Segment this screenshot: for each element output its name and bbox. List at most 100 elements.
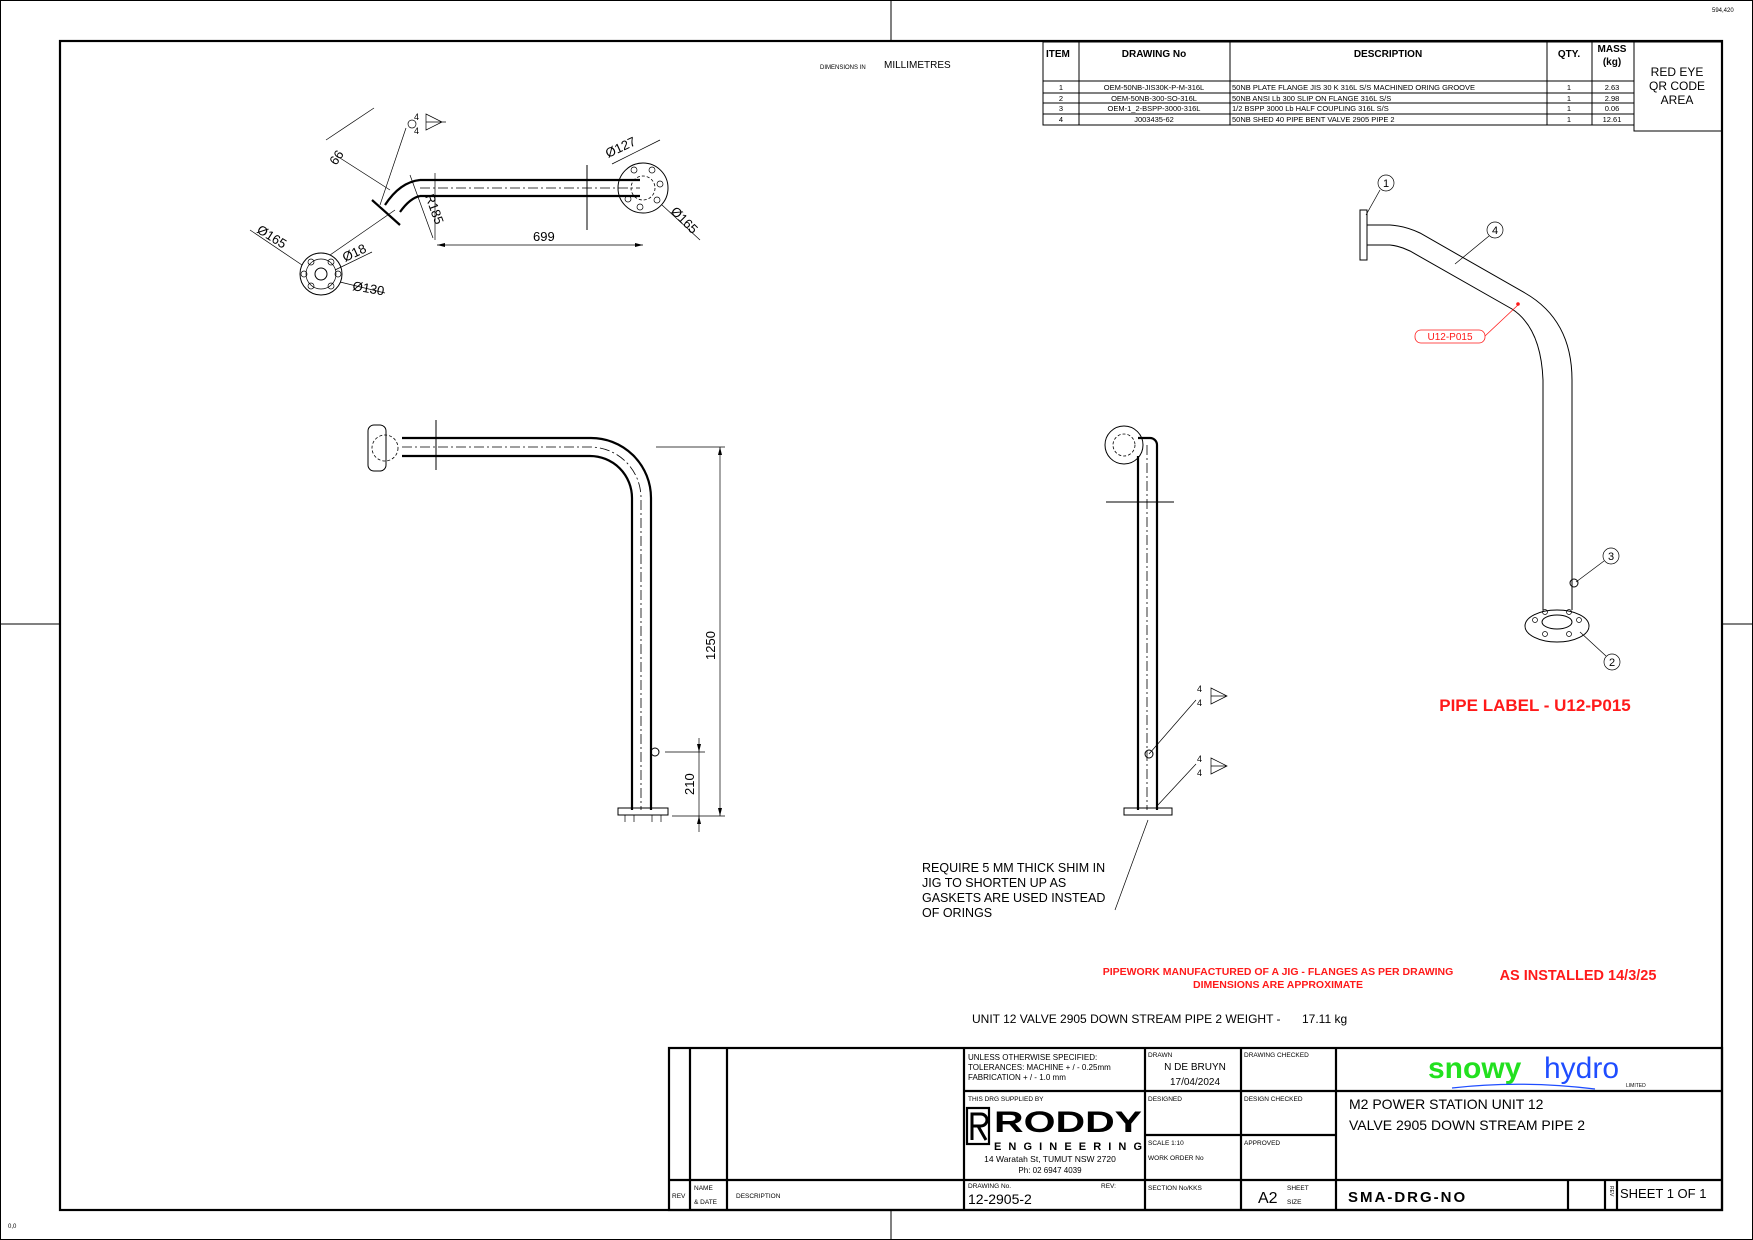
supplier-address: 14 Waratah St, TUMUT NSW 2720 bbox=[984, 1154, 1116, 1164]
weight-value: 17.11 kg bbox=[1302, 1012, 1347, 1026]
scale-label: SCALE 1:10 bbox=[1148, 1140, 1184, 1147]
bom-table bbox=[1042, 41, 1723, 132]
dim-dia-18: Ø18 bbox=[340, 241, 369, 265]
drawing-checked-label: DRAWING CHECKED bbox=[1244, 1052, 1309, 1059]
bom-row: 2 OEM-50NB-300-SO-316L 50NB ANSI Lb 300 … bbox=[1059, 94, 1619, 103]
bom-drawing-no: OEM-50NB-JIS30K-P-M-316L bbox=[1104, 83, 1204, 92]
supplier-phone: Ph: 02 6947 4039 bbox=[1018, 1166, 1082, 1175]
pipe-label-note: PIPE LABEL - U12-P015 bbox=[1439, 696, 1630, 715]
bom-qty: 1 bbox=[1567, 83, 1571, 92]
bom-drawing-no: OEM-1_2-BSPP-3000-316L bbox=[1108, 104, 1201, 113]
bom-drawing-no: J003435-62 bbox=[1134, 115, 1174, 124]
origin-label: 0,0 bbox=[8, 1224, 17, 1230]
weld-size: 4 bbox=[1197, 684, 1202, 694]
iso-view bbox=[1359, 174, 1621, 671]
bom-row: 3 OEM-1_2-BSPP-3000-316L 1/2 BSPP 3000 L… bbox=[1059, 104, 1619, 113]
dim-dia-165-left: Ø165 bbox=[254, 222, 289, 252]
sheet-size-code: 594,420 bbox=[1712, 8, 1734, 14]
sheet-size-label: SIZE bbox=[1287, 1199, 1302, 1206]
bom-rows: 1 OEM-50NB-JIS30K-P-M-316L 50NB PLATE FL… bbox=[1059, 83, 1621, 124]
section-label: SECTION No/KKS bbox=[1148, 1185, 1202, 1192]
bom-item: 3 bbox=[1059, 104, 1063, 113]
limited-logo-text: LIMITED bbox=[1626, 1083, 1646, 1089]
title-line-1: M2 POWER STATION UNIT 12 bbox=[1349, 1096, 1544, 1112]
designed-label: DESIGNED bbox=[1148, 1096, 1182, 1103]
bom-item: 2 bbox=[1059, 94, 1063, 103]
drawn-label: DRAWN bbox=[1148, 1052, 1173, 1059]
weld-size: 4 bbox=[1197, 768, 1202, 778]
sheet-size: A2 bbox=[1258, 1190, 1278, 1207]
dim-1250: 1250 bbox=[703, 631, 718, 660]
bom-drawing-no: OEM-50NB-300-SO-316L bbox=[1111, 94, 1197, 103]
jig-note-line: DIMENSIONS ARE APPROXIMATE bbox=[1193, 979, 1363, 991]
balloon-4: 4 bbox=[1492, 225, 1498, 237]
title-block bbox=[667, 1046, 1724, 1212]
bom-mass: 2.63 bbox=[1605, 83, 1620, 92]
bom-mass: 2.98 bbox=[1605, 94, 1620, 103]
qr-area-line: AREA bbox=[1661, 93, 1694, 107]
dimensions-label: DIMENSIONS IN bbox=[820, 65, 866, 71]
bom-header-description: DESCRIPTION bbox=[1354, 49, 1422, 60]
drawing-number: 12-2905-2 bbox=[968, 1191, 1032, 1207]
bom-header-drawing: DRAWING No bbox=[1122, 49, 1186, 60]
qr-area-line: QR CODE bbox=[1649, 79, 1705, 93]
dimensions-unit: MILLIMETRES bbox=[884, 60, 951, 71]
rev-small-label: REV bbox=[1608, 1186, 1614, 1197]
hydro-logo-text: hydro bbox=[1544, 1052, 1619, 1085]
roddy-logo-text: RODDY bbox=[994, 1106, 1142, 1139]
bom-item: 1 bbox=[1059, 83, 1063, 92]
design-checked-label: DESIGN CHECKED bbox=[1244, 1096, 1303, 1103]
side-view bbox=[1104, 425, 1228, 911]
tolerance-line: TOLERANCES: MACHINE + / - 0.25mm bbox=[968, 1063, 1111, 1072]
dim-210: 210 bbox=[682, 773, 697, 795]
weld-size: 4 bbox=[414, 126, 419, 136]
shim-note: REQUIRE 5 MM THICK SHIM IN JIG TO SHORTE… bbox=[922, 861, 1105, 920]
rev-column-header: REV bbox=[672, 1193, 686, 1200]
snowy-hydro-logo: snowy hydro LIMITED bbox=[1428, 1052, 1646, 1090]
balloon-1: 1 bbox=[1383, 178, 1389, 190]
dim-66: 66 bbox=[326, 147, 347, 167]
jig-note-line: PIPEWORK MANUFACTURED OF A JIG - FLANGES… bbox=[1103, 966, 1454, 978]
front-view bbox=[367, 420, 725, 832]
bom-description: 50NB SHED 40 PIPE BENT VALVE 2905 PIPE 2 bbox=[1232, 115, 1395, 124]
shim-note-line: REQUIRE 5 MM THICK SHIM IN bbox=[922, 861, 1105, 875]
bom-description: 1/2 BSPP 3000 Lb HALF COUPLING 316L S/S bbox=[1232, 104, 1389, 113]
supplied-by-label: THIS DRG SUPPLIED BY bbox=[968, 1096, 1044, 1103]
name-column-header: & DATE bbox=[694, 1199, 718, 1206]
weight-label: UNIT 12 VALVE 2905 DOWN STREAM PIPE 2 WE… bbox=[972, 1012, 1281, 1026]
sma-drawing-number: SMA-DRG-NO bbox=[1348, 1189, 1467, 1206]
snowy-logo-text: snowy bbox=[1428, 1052, 1522, 1085]
bom-header-item: ITEM bbox=[1046, 49, 1070, 60]
weld-size: 4 bbox=[414, 112, 419, 122]
sheet-count: SHEET 1 OF 1 bbox=[1620, 1186, 1706, 1201]
bom-description: 50NB ANSI Lb 300 SLIP ON FLANGE 316L S/S bbox=[1232, 94, 1391, 103]
weld-size: 4 bbox=[1197, 754, 1202, 764]
bom-header-mass: MASS bbox=[1598, 44, 1627, 55]
roddy-logo-subtext: ENGINEERING bbox=[994, 1141, 1142, 1153]
bom-item: 4 bbox=[1059, 115, 1063, 124]
bom-qty: 1 bbox=[1567, 104, 1571, 113]
dim-dia-130: Ø130 bbox=[351, 278, 385, 298]
shim-note-line: GASKETS ARE USED INSTEAD bbox=[922, 891, 1105, 905]
drawn-by: N DE BRUYN bbox=[1164, 1062, 1226, 1073]
tolerance-line: UNLESS OTHERWISE SPECIFIED: bbox=[968, 1053, 1097, 1062]
balloon-3: 3 bbox=[1608, 551, 1614, 563]
tolerance-line: FABRICATION + / - 1.0 mm bbox=[968, 1073, 1066, 1082]
shim-note-line: OF ORINGS bbox=[922, 906, 992, 920]
description-column-header: DESCRIPTION bbox=[736, 1193, 781, 1200]
bom-mass: 12.61 bbox=[1603, 115, 1622, 124]
balloon-2: 2 bbox=[1609, 657, 1615, 669]
bom-header-qty: QTY. bbox=[1558, 49, 1580, 60]
qr-area-line: RED EYE bbox=[1651, 65, 1704, 79]
bom-description: 50NB PLATE FLANGE JIS 30 K 316L S/S MACH… bbox=[1232, 83, 1475, 92]
rev-label: REV: bbox=[1101, 1183, 1116, 1190]
dim-dia-165-right: Ø165 bbox=[668, 204, 701, 237]
title-line-2: VALVE 2905 DOWN STREAM PIPE 2 bbox=[1349, 1117, 1585, 1133]
sheet-size-label: SHEET bbox=[1287, 1185, 1309, 1192]
weld-size: 4 bbox=[1197, 698, 1202, 708]
iso-pipe-tag: U12-P015 bbox=[1427, 332, 1472, 343]
bom-qty: 1 bbox=[1567, 115, 1571, 124]
dim-699: 699 bbox=[533, 229, 555, 244]
qr-code-area: RED EYE QR CODE AREA bbox=[1649, 65, 1705, 107]
